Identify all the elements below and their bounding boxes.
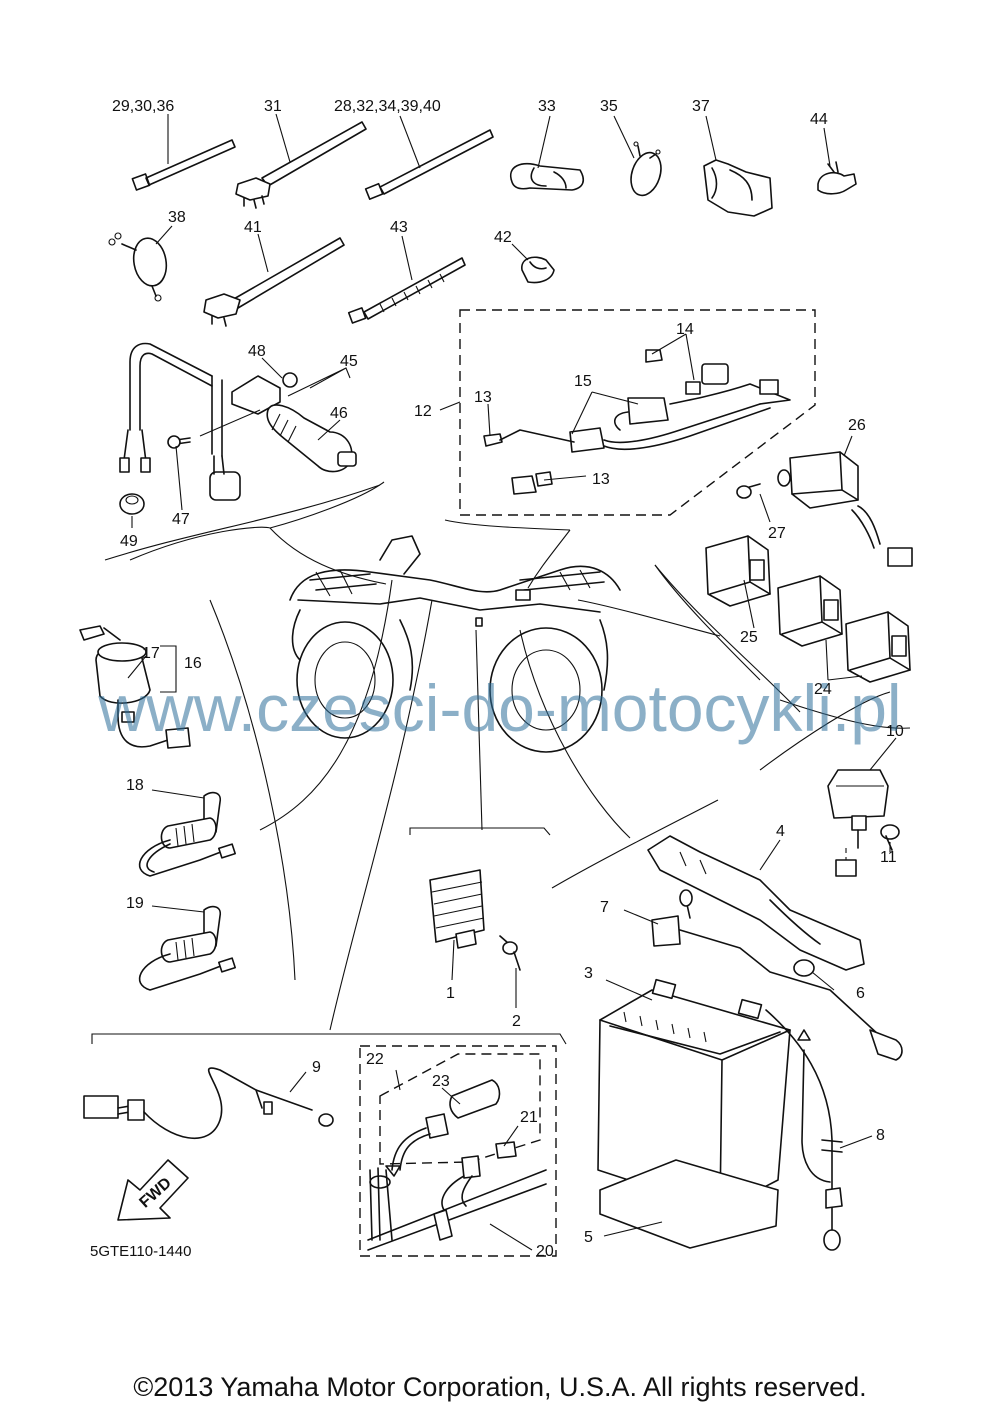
callout-49: 49 [120, 533, 138, 550]
wire-lead-19 [138, 905, 237, 991]
callout-13b: 13 [592, 471, 610, 488]
callout-24: 24 [814, 681, 832, 698]
callout-8: 8 [876, 1127, 885, 1144]
clamp-42 [521, 256, 555, 284]
callout-13a: 13 [474, 389, 492, 406]
clamp-35 [630, 141, 662, 197]
callout-31: 31 [264, 98, 282, 115]
wire-lead-9 [83, 1067, 334, 1139]
cdi-unit-26 [736, 451, 913, 567]
callout-29-30-36: 29,30,36 [112, 98, 174, 115]
wire-lead-18 [138, 791, 237, 877]
callout-23: 23 [432, 1073, 450, 1090]
callout-46: 46 [330, 405, 348, 422]
callout-15: 15 [574, 373, 592, 390]
battery-cable-negative [651, 889, 903, 1061]
callout-26: 26 [848, 417, 866, 434]
cable-tie-31 [235, 121, 367, 209]
callout-4: 4 [776, 823, 785, 840]
callout-3: 3 [584, 965, 593, 982]
watermark: www.czesci-do-motocykli.pl [98, 671, 902, 745]
callout-6: 6 [856, 985, 865, 1002]
fwd-arrow: FWD [117, 1159, 189, 1221]
clamp-44 [817, 161, 857, 195]
callout-9: 9 [312, 1059, 321, 1076]
callout-41: 41 [244, 219, 262, 236]
atv-vehicle [289, 535, 621, 753]
main-switch [79, 625, 191, 749]
callout-47: 47 [172, 511, 190, 528]
callout-21: 21 [520, 1109, 538, 1126]
wire-harness-box [459, 309, 816, 516]
callout-18: 18 [126, 777, 144, 794]
cable-tie-43 [347, 257, 466, 324]
cable-tie-28-32-34-39-40 [364, 129, 494, 200]
cable-tie-41 [203, 237, 345, 327]
relay-24-a [777, 575, 843, 647]
relay-24-b [845, 611, 911, 683]
callout-7: 7 [600, 899, 609, 916]
callout-45: 45 [340, 353, 358, 370]
clamp-33 [509, 162, 585, 191]
sub-harness-box [359, 1045, 557, 1257]
callout-28-32-34-39-40: 28,32,34,39,40 [334, 98, 441, 115]
callout-11: 11 [880, 849, 897, 866]
callout-22: 22 [366, 1051, 384, 1068]
callout-16: 16 [184, 655, 202, 672]
callout-10: 10 [886, 723, 904, 740]
callout-43: 43 [390, 219, 408, 236]
battery-bracket [647, 835, 865, 977]
rectifier-regulator [429, 869, 521, 971]
reference-code: 5GTE110-1440 [90, 1243, 191, 1260]
callout-2: 2 [512, 1013, 521, 1030]
clamp-37 [703, 159, 773, 217]
relay-25 [705, 535, 771, 607]
callout-44: 44 [810, 111, 828, 128]
callout-33: 33 [538, 98, 556, 115]
callout-19: 19 [126, 895, 144, 912]
callout-17: 17 [142, 645, 160, 662]
callout-20: 20 [536, 1243, 554, 1260]
clamp-38 [108, 232, 168, 302]
cable-tie-29-30-36 [131, 139, 236, 191]
battery [597, 978, 791, 1211]
callout-27: 27 [768, 525, 786, 542]
callout-38: 38 [168, 209, 186, 226]
callout-5: 5 [584, 1229, 593, 1246]
callout-25: 25 [740, 629, 758, 646]
copyright-notice: ©2013 Yamaha Motor Corporation, U.S.A. A… [133, 1372, 867, 1402]
callout-35: 35 [600, 98, 618, 115]
callout-37: 37 [692, 98, 710, 115]
callout-48: 48 [248, 343, 266, 360]
callout-42: 42 [494, 229, 512, 246]
callout-1: 1 [446, 985, 455, 1002]
callout-14: 14 [676, 321, 694, 338]
battery-cable-positive [765, 1009, 843, 1251]
handlebar-switch-group [119, 342, 357, 515]
callout-12: 12 [414, 403, 432, 420]
flasher-relay [827, 769, 900, 877]
